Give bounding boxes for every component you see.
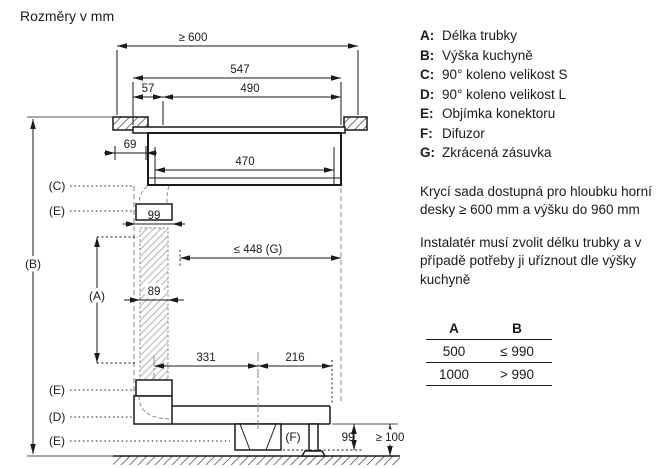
installation-diagram: ≥ 600 547 57 490 69 470 99 ≤ 448 (G) 89 … — [22, 32, 408, 465]
dim-label-pipe-width: 89 — [148, 286, 161, 298]
part-label-b: (B) — [25, 257, 41, 271]
legend-key-f: F: — [420, 125, 433, 141]
part-label-e-top: (E) — [49, 204, 65, 218]
legend-key-g: G: — [420, 145, 435, 160]
dim-label-hob-width: 547 — [230, 64, 249, 76]
height-table-cell-2a: 1000 — [426, 362, 482, 386]
height-table-cell-1b: ≤ 990 — [482, 339, 552, 363]
legend-key-e: E: — [420, 106, 434, 121]
dim-front-gap-lines — [104, 146, 157, 160]
legend-key-b: B: — [420, 47, 435, 63]
cabinet-hidden-edges — [133, 186, 342, 404]
legend-item-g: G: Zkrácená zásuvka — [420, 143, 665, 163]
hob — [132, 126, 346, 186]
part-label-a: (A) — [89, 289, 105, 303]
connector-sleeve-top — [135, 203, 173, 221]
dim-offset-cutout-lines — [133, 94, 341, 125]
dimension-lines — [30, 43, 398, 456]
dim-label-cutout: 490 — [240, 83, 259, 95]
dim-label-duct-right: 216 — [285, 352, 304, 364]
legend-key-d: D: — [420, 86, 435, 102]
part-labels: (C) (E) (B) (A) (E) (D) (E) (F) — [22, 179, 301, 448]
dim-duct-segment-lines — [154, 360, 333, 404]
legend-label-a: Délka trubky — [442, 28, 518, 43]
dim-pipe-length-lines — [94, 236, 138, 364]
duct-pipe — [139, 227, 169, 381]
horizontal-duct — [172, 405, 331, 425]
legend-label-d: 90° koleno velikost L — [442, 86, 566, 102]
page-title: Rozměry v mm — [20, 8, 115, 24]
legend-item-c: C: 90° koleno velikost S — [420, 65, 665, 85]
part-label-e-mid: (E) — [49, 383, 65, 397]
dim-drawer-width-lines — [179, 250, 341, 266]
height-table-cell-2b: > 990 — [482, 362, 552, 386]
dim-counter-depth-lines — [116, 43, 359, 115]
elbow-l-lower — [133, 395, 173, 425]
legend-item-e: E: Objímka konektoru — [420, 104, 665, 124]
legend-label-c: 90° koleno velikost S — [442, 67, 568, 82]
dim-label-counter-depth: ≥ 600 — [179, 32, 208, 44]
dimension-labels: ≥ 600 547 57 490 69 470 99 ≤ 448 (G) 89 … — [124, 32, 408, 448]
dim-label-connector-width: 99 — [148, 210, 161, 222]
part-label-f: (F) — [285, 430, 300, 444]
dim-hob-width-lines — [132, 75, 342, 125]
parts-legend: A: Délka trubky B: Výška kuchyně C: 90° … — [420, 26, 665, 163]
legend-label-b: Výška kuchyně — [442, 47, 533, 63]
legend-item-b: B: Výška kuchyně — [420, 46, 665, 66]
height-table-row-1: 500 ≤ 990 — [426, 339, 552, 363]
legend-item-d: D: 90° koleno velikost L — [420, 85, 665, 105]
legend-label-f: Difuzor — [442, 125, 485, 141]
height-table: A B 500 ≤ 990 1000 > 990 — [426, 317, 552, 386]
dim-label-diffuser-height: 99 — [342, 432, 355, 444]
height-table-header-row: A B — [426, 317, 552, 340]
part-label-d: (D) — [49, 410, 66, 424]
diagram-area: ≥ 600 547 57 490 69 470 99 ≤ 448 (G) 89 … — [22, 32, 408, 465]
worktop — [27, 116, 368, 131]
dim-label-drawer: ≤ 448 (G) — [234, 244, 283, 256]
legend-label-g: Zkrácená zásuvka — [442, 145, 552, 160]
elbow-s-upper — [138, 185, 170, 205]
legend-item-f: F: Difuzor — [420, 124, 665, 144]
note-installer: Instalatér musí zvolit délku trubky a v … — [420, 234, 642, 287]
height-table-cell-1a: 500 — [426, 339, 482, 363]
dim-label-offset: 57 — [142, 83, 155, 95]
part-label-c: (C) — [49, 179, 66, 193]
legend-item-a: A: Délka trubky — [420, 26, 665, 46]
dim-label-duct-left: 331 — [196, 352, 215, 364]
dim-floor-clearance-lines — [332, 423, 398, 456]
dim-label-floor-clearance: ≥ 100 — [376, 432, 405, 444]
support-leg — [300, 423, 327, 457]
legend-key-c: C: — [420, 67, 435, 82]
connector-sleeve-bottom — [135, 379, 173, 397]
height-table-header-b: B — [482, 317, 552, 340]
dim-label-inner-width: 470 — [235, 156, 254, 168]
part-label-leaders — [70, 185, 230, 442]
info-panel: A: Délka trubky B: Výška kuchyně C: 90° … — [420, 26, 665, 386]
height-table-row-2: 1000 > 990 — [426, 362, 552, 386]
part-label-e-bottom: (E) — [49, 434, 65, 448]
dim-diffuser-height-lines — [283, 424, 362, 451]
dim-label-front-gap: 69 — [124, 139, 137, 151]
floor — [27, 455, 400, 465]
legend-key-a: A: — [420, 28, 435, 43]
legend-label-e: Objímka konektoru — [442, 106, 556, 121]
note-cover-set: Krycí sada dostupná pro hloubku horní de… — [420, 183, 652, 218]
height-table-header-a: A — [426, 317, 482, 340]
